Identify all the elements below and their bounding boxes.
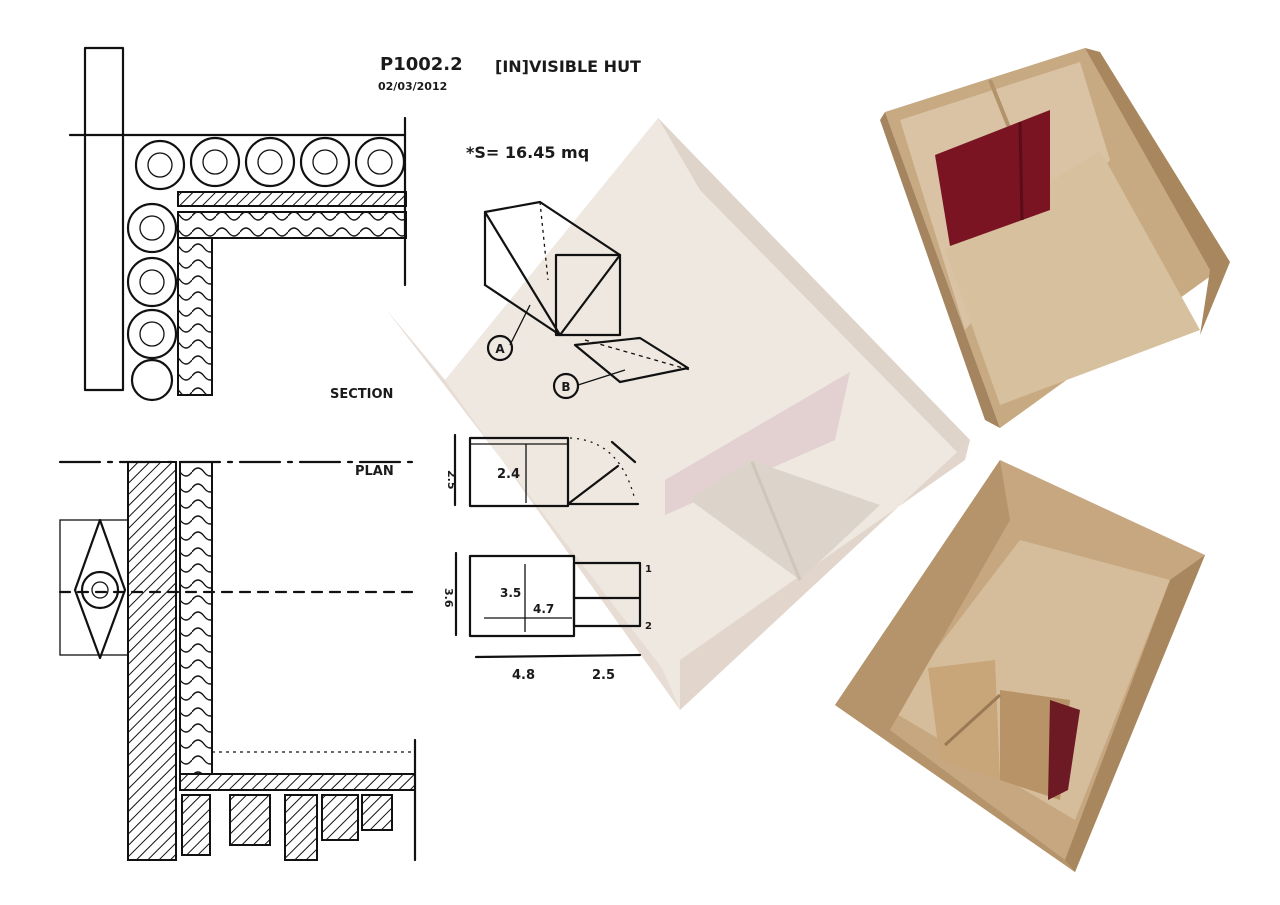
log-row xyxy=(126,136,406,402)
dim-2-5: 2.5 xyxy=(445,470,458,490)
dim-3-5: 3.5 xyxy=(500,586,521,600)
plywood-model-top xyxy=(880,48,1230,428)
dim-2-5-ext: 2.5 xyxy=(592,668,615,683)
sheet-title: [IN]VISIBLE HUT xyxy=(495,57,641,76)
plan-drawing xyxy=(58,460,417,862)
post xyxy=(83,46,125,392)
module-sketch: A B xyxy=(483,200,691,400)
plan-label: PLAN xyxy=(355,464,394,479)
dim-2-4: 2.4 xyxy=(497,467,520,482)
marker-a: A xyxy=(495,342,505,356)
sheet-date: 02/03/2012 xyxy=(378,80,447,93)
translucent-model xyxy=(385,118,970,710)
area-note: *S= 16.45 mq xyxy=(466,143,589,162)
plan-bottom: 3.6 3.5 4.7 1 2 4.8 2.5 xyxy=(442,551,652,683)
ref-2: 2 xyxy=(645,621,652,632)
plan-top: 2.5 2.4 xyxy=(445,433,640,508)
plywood-model-bottom xyxy=(835,460,1205,872)
ref-1: 1 xyxy=(645,564,652,575)
section-label: SECTION xyxy=(330,387,393,402)
project-code: P1002.2 xyxy=(380,54,463,75)
dim-4-8: 4.8 xyxy=(512,668,535,683)
dim-4-7: 4.7 xyxy=(533,602,554,616)
marker-b: B xyxy=(561,380,570,394)
section-drawing: SECTION xyxy=(68,46,407,402)
dim-3-6: 3.6 xyxy=(442,588,455,608)
